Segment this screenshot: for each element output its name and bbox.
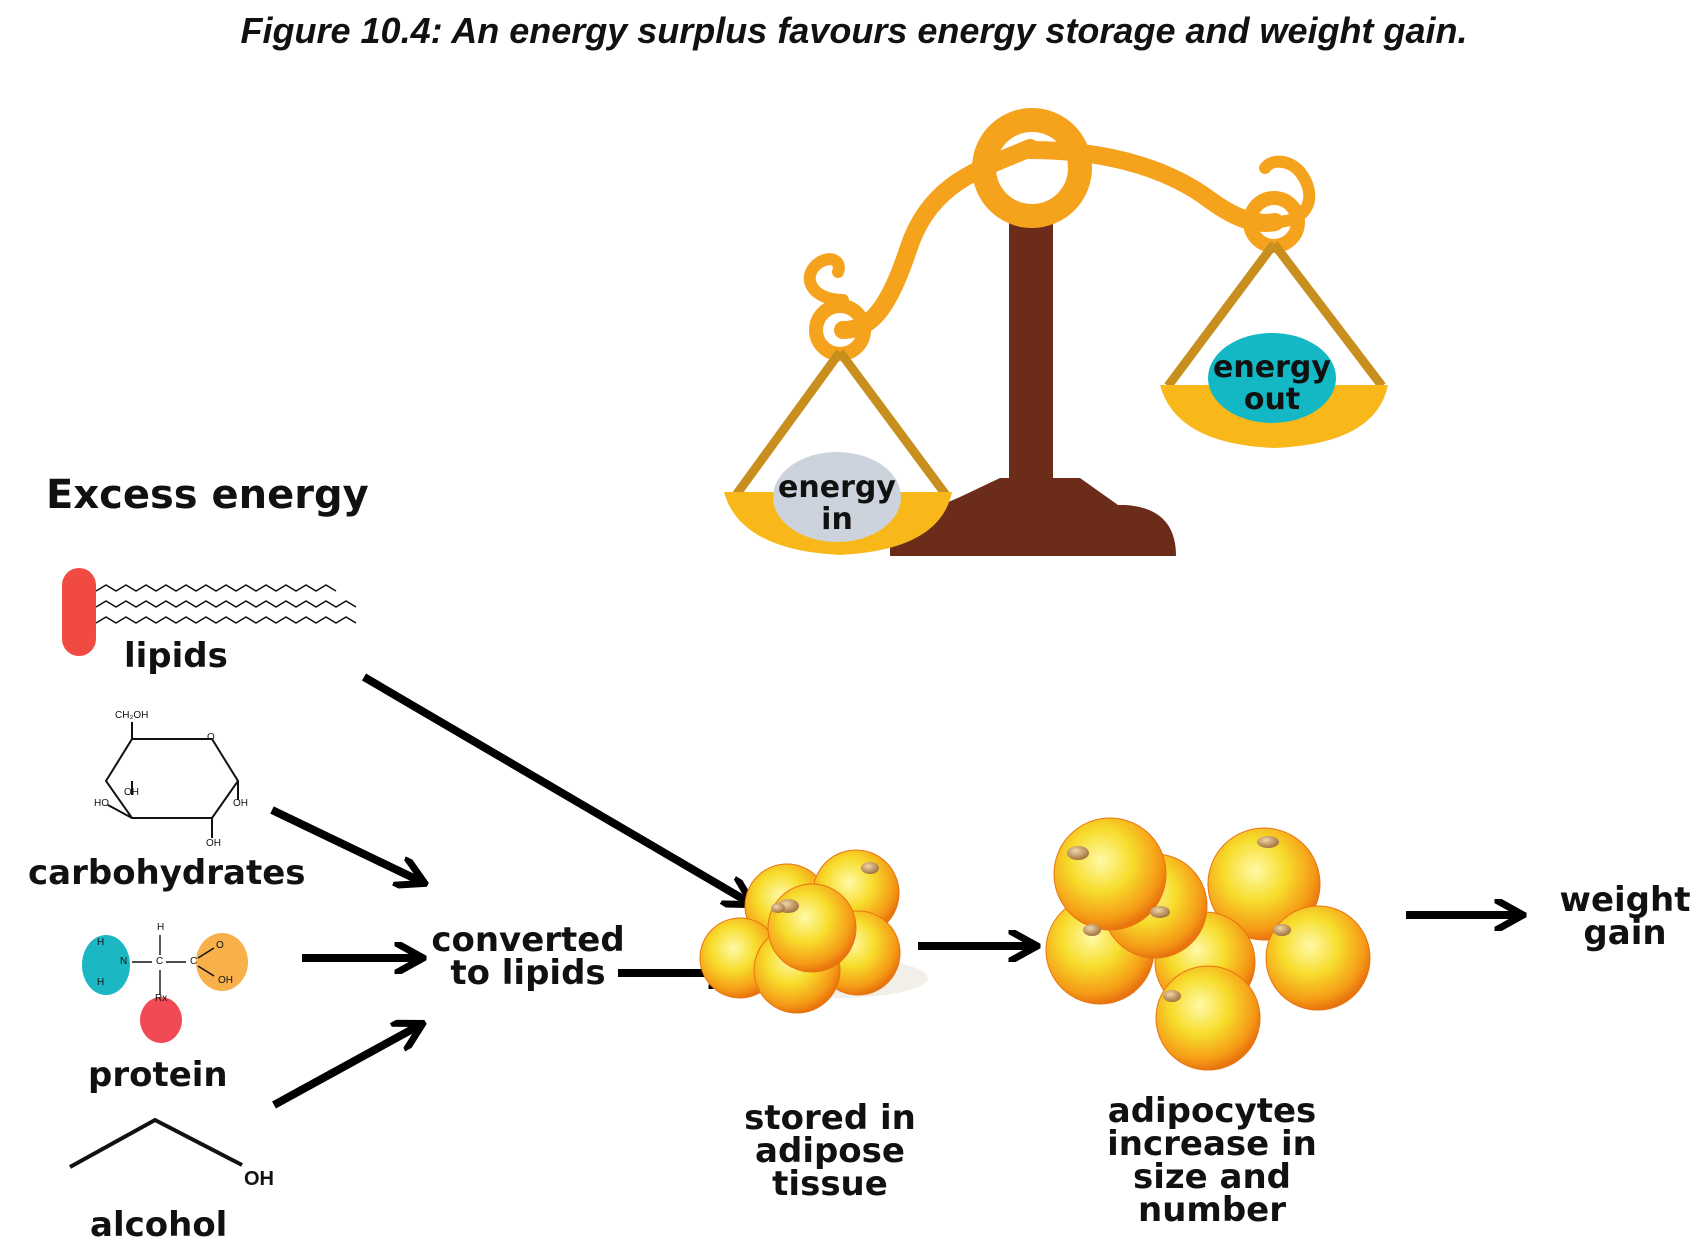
scale-beam <box>834 139 1039 339</box>
scale-base <box>890 478 1176 556</box>
amino-c2-label: C <box>190 956 198 967</box>
amino-o-label: O <box>216 940 224 951</box>
amino-h1-label: H <box>97 937 105 948</box>
amino-oh-label: OH <box>218 975 233 986</box>
excess-energy-heading: Excess energy <box>46 472 369 518</box>
stored-in-adipose-label: stored in adipose tissue <box>744 1098 916 1204</box>
figure-title: Figure 10.4: An energy surplus favours e… <box>240 10 1468 51</box>
scale-top-ring <box>972 108 1092 228</box>
amino-group-circle <box>82 935 130 995</box>
carboxyl-group-circle <box>196 933 248 991</box>
arrow-alcohol-to-converted <box>272 1025 420 1109</box>
amino-rx-label: Rx <box>155 993 168 1004</box>
lipids-label: lipids <box>124 636 228 676</box>
left-cord-2 <box>836 349 950 498</box>
glucose-ring <box>104 738 240 819</box>
left-cord-1 <box>732 349 844 498</box>
glucose-oh-bottom-label: OH <box>206 838 221 849</box>
amino-h2-label: H <box>97 977 105 988</box>
adipose-cluster-large <box>1045 817 1371 1071</box>
lipid-glycerol-head <box>62 568 96 656</box>
ethanol-oh-label: OH <box>244 1168 274 1190</box>
glucose-o-label: O <box>207 732 215 743</box>
left-hook <box>803 253 849 306</box>
arrow-lipids-to-stored <box>361 673 750 903</box>
right-cord-1 <box>1164 241 1278 389</box>
lipid-chain-3 <box>95 616 357 624</box>
adipocytes-label: adipocytes increase in size and number <box>1107 1091 1317 1230</box>
alcohol-label: alcohol <box>90 1205 228 1245</box>
amino-n-label: N <box>120 956 128 967</box>
glucose-molecule <box>104 722 240 838</box>
glucose-ho-label: HO <box>94 798 109 809</box>
lipid-chain-2 <box>95 600 357 608</box>
adipose-cluster-small <box>699 849 928 1014</box>
right-cord-2 <box>1270 241 1386 389</box>
glucose-oh-right-label: OH <box>233 798 248 809</box>
r-group-circle <box>140 997 182 1043</box>
ethanol-skeleton <box>69 1117 243 1169</box>
lipid-chain-1 <box>95 584 337 592</box>
glucose-oh-inner-label: OH <box>124 787 139 798</box>
arrows <box>270 673 1520 1109</box>
amino-acid-molecule <box>82 933 248 1043</box>
energy-out-disc <box>1208 333 1336 423</box>
scale-post <box>1009 210 1053 482</box>
energy-in-disc <box>773 452 901 542</box>
converted-to-lipids-label: converted to lipids <box>431 920 625 993</box>
glucose-ch2oh-label: CH₂OH <box>115 710 149 721</box>
amino-h-top-label: H <box>157 922 165 933</box>
lipid-molecule <box>62 568 357 656</box>
balance-scale <box>724 108 1388 556</box>
arrow-carbohydrates-to-converted <box>270 806 422 882</box>
weight-gain-label: weight gain <box>1559 880 1691 953</box>
protein-label: protein <box>88 1055 228 1095</box>
carbohydrates-label: carbohydrates <box>28 853 306 893</box>
energy-in-label: energy in <box>778 470 896 537</box>
amino-c1-label: C <box>156 956 164 967</box>
energy-out-label: energy out <box>1213 350 1331 417</box>
